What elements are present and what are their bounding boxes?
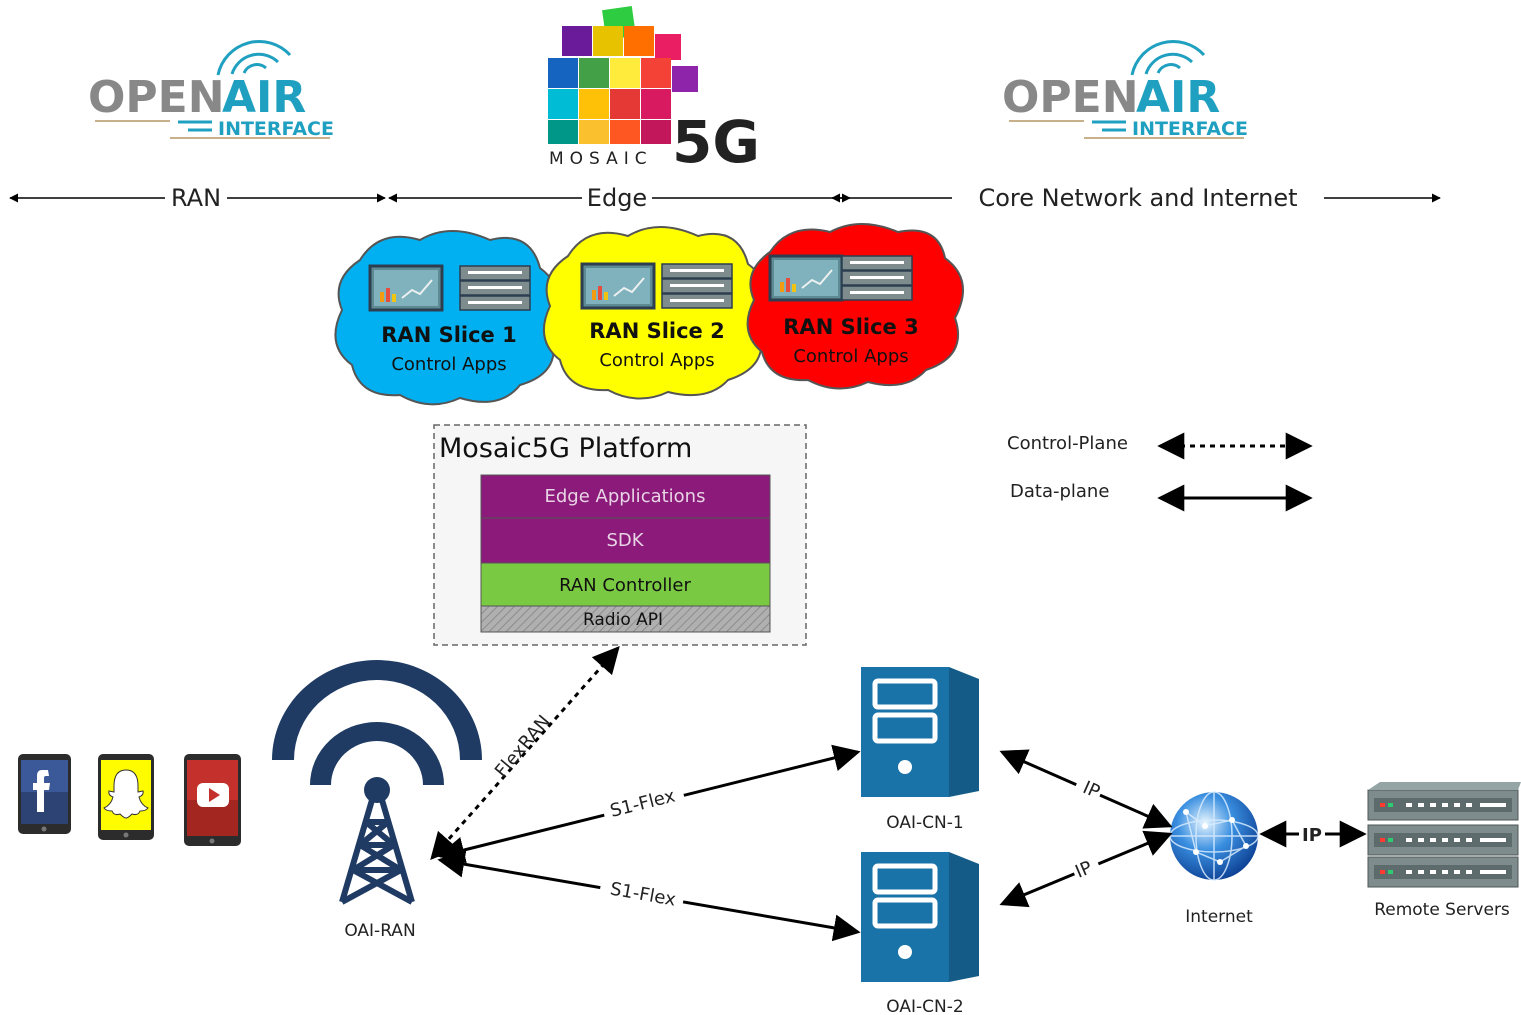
facebook-phone-icon [18,754,71,834]
platform-title: Mosaic5G Platform [439,433,692,464]
ran-slice-cloud: RAN Slice 3 Control Apps [746,223,964,390]
oai-open-text: OPEN [88,72,225,123]
legend-control-plane-label: Control-Plane [1007,433,1128,454]
oai-cn-2-label: OAI-CN-2 [886,997,963,1015]
domain-core-label: Core Network and Internet [978,184,1297,212]
oai-interface-text: INTERFACE [1132,118,1248,140]
internet-node: Internet [1169,791,1259,927]
domain-ran-label: RAN [171,184,221,212]
oai-cn-2-server: OAI-CN-2 [861,852,979,1015]
s1-flex-link-top: S1-Flex [437,744,861,864]
cell-tower-icon: OAI-RAN [272,660,482,941]
globe-icon [1169,791,1259,881]
domain-edge-label: Edge [587,184,647,212]
server-icon [861,667,979,797]
slice-title: RAN Slice 1 [381,323,516,347]
domain-bar: RAN Edge Core Network and Internet [9,184,1441,212]
oai-air-text: AIR [222,72,306,123]
slice-title: RAN Slice 3 [783,315,918,339]
mosaic-word: MOSAIC [549,149,653,169]
oai-logo-right: OPEN AIR INTERFACE [1002,39,1248,140]
oai-open-text: OPEN [1002,72,1139,123]
oai-cn-1-server: OAI-CN-1 [861,667,979,833]
s1-flex-label: S1-Flex [609,879,678,911]
oai-cn-1-label: OAI-CN-1 [886,813,963,833]
layer-edge-applications: Edge Applications [545,486,706,507]
ran-slice-cloud: RAN Slice 1 Control Apps [334,230,559,406]
slice-title: RAN Slice 2 [589,319,724,343]
mosaic5g-logo: MOSAIC 5G [548,6,760,176]
youtube-phone-icon [184,754,241,846]
legend-data-plane-label: Data-plane [1010,481,1109,502]
slice-subtitle: Control Apps [391,354,506,375]
remote-servers-label: Remote Servers [1374,900,1510,920]
ip-link-bottom: IP [999,830,1173,908]
ip-link-servers: IP [1259,820,1367,848]
oai-ran-label: OAI-RAN [344,921,415,941]
ran-slice-cloud: RAN Slice 2 Control Apps [543,226,767,400]
internet-label: Internet [1185,907,1253,927]
layer-sdk: SDK [606,530,644,551]
ip-label: IP [1302,825,1322,846]
snapchat-phone-icon [98,754,154,840]
slice-subtitle: Control Apps [793,346,908,367]
oai-interface-text: INTERFACE [218,118,334,140]
s1-flex-link-bottom: S1-Flex [437,850,861,942]
layer-radio-api: Radio API [583,610,663,630]
oai-air-text: AIR [1136,72,1220,123]
mosaic-5g-mark: 5G [672,108,760,176]
ip-label: IP [1080,777,1103,803]
ip-label: IP [1072,857,1095,883]
server-rack-icon [1367,782,1521,888]
flexran-label: FlexRAN [491,711,555,781]
mosaic5g-platform: Mosaic5G Platform Edge Applications SDK … [433,424,807,646]
legend: Control-Plane Data-plane [1007,432,1313,512]
slice-subtitle: Control Apps [599,350,714,371]
oai-logo-left: OPEN AIR INTERFACE [88,39,334,140]
remote-servers: Remote Servers [1367,782,1521,920]
layer-ran-controller: RAN Controller [559,575,691,596]
server-icon [861,852,979,982]
ip-link-top: IP [999,749,1173,829]
